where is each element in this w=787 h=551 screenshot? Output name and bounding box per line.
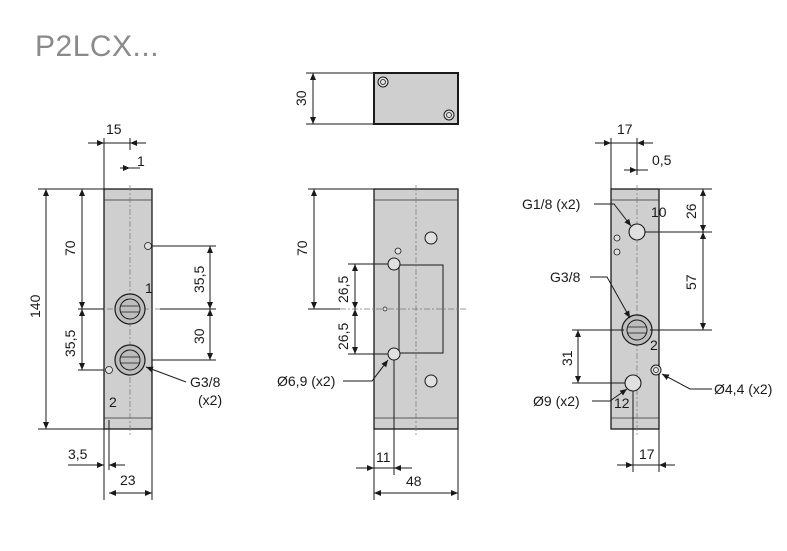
right-dim-bottom-width: 17	[639, 446, 655, 462]
right-hole-9	[624, 374, 642, 392]
right-view: 10 2 12 17 0,5 G1/8 (x2) G3/8 26 57 31	[522, 121, 772, 472]
left-dim-upper: 70	[62, 240, 78, 256]
left-dim-bottom-offset: 3,5	[68, 446, 88, 462]
left-dim-top-width: 15	[106, 121, 122, 137]
center-dim-upper: 26,5	[335, 276, 351, 303]
right-dim-top-width: 17	[617, 121, 633, 137]
right-hole-label: Ø9 (x2)	[533, 393, 580, 409]
left-dim-overall-height: 140	[27, 294, 43, 318]
center-dim-bottom-offset: 11	[376, 449, 391, 465]
right-mark-10: 10	[651, 204, 667, 220]
center-view: 30 70 26,5 26,5 Ø6,9 (x2)	[277, 72, 466, 500]
right-dim-right-middle: 57	[683, 274, 699, 290]
right-dim-offset: 0,5	[652, 152, 672, 168]
left-view: 1 2 15 1 140 70 35,5 35,5 30	[27, 121, 222, 500]
left-port-upper	[114, 293, 146, 325]
right-port-small	[628, 223, 646, 241]
right-port-small-label: G1/8 (x2)	[522, 196, 580, 212]
center-mount-hole-upper	[387, 257, 401, 271]
center-dim-bottom-width: 48	[406, 473, 422, 489]
center-hole-label: Ø6,9 (x2)	[277, 373, 335, 389]
right-port-label: G3/8	[550, 269, 581, 285]
left-dim-right-lower: 30	[191, 328, 207, 344]
left-dim-offset: 1	[137, 153, 145, 169]
right-dim-left-lower: 31	[559, 350, 575, 366]
left-port-label-line2: (x2)	[198, 392, 222, 408]
left-port-label-line1: G3/8	[190, 374, 221, 390]
left-dim-right-upper: 35,5	[191, 266, 207, 293]
left-dim-bottom-width: 23	[120, 472, 136, 488]
drawing-title: P2LCX...	[35, 30, 160, 63]
left-mark-1: 1	[145, 280, 153, 296]
center-mount-hole-lower	[387, 347, 401, 361]
left-dim-lower: 35,5	[62, 330, 78, 357]
left-pilot-hole	[144, 242, 152, 250]
right-dim-right-upper: 26	[683, 203, 699, 219]
center-dim-lower: 26,5	[335, 323, 351, 350]
center-dim-height: 70	[294, 240, 310, 256]
left-port-lower	[114, 344, 146, 376]
right-port-main	[621, 314, 653, 346]
left-mark-2: 2	[109, 394, 117, 410]
right-mount-hole	[650, 364, 662, 376]
right-mark-2: 2	[650, 337, 658, 353]
right-mount-label: Ø4,4 (x2)	[714, 381, 772, 397]
center-dim-top-height: 30	[293, 90, 309, 106]
right-mark-12: 12	[614, 395, 630, 411]
